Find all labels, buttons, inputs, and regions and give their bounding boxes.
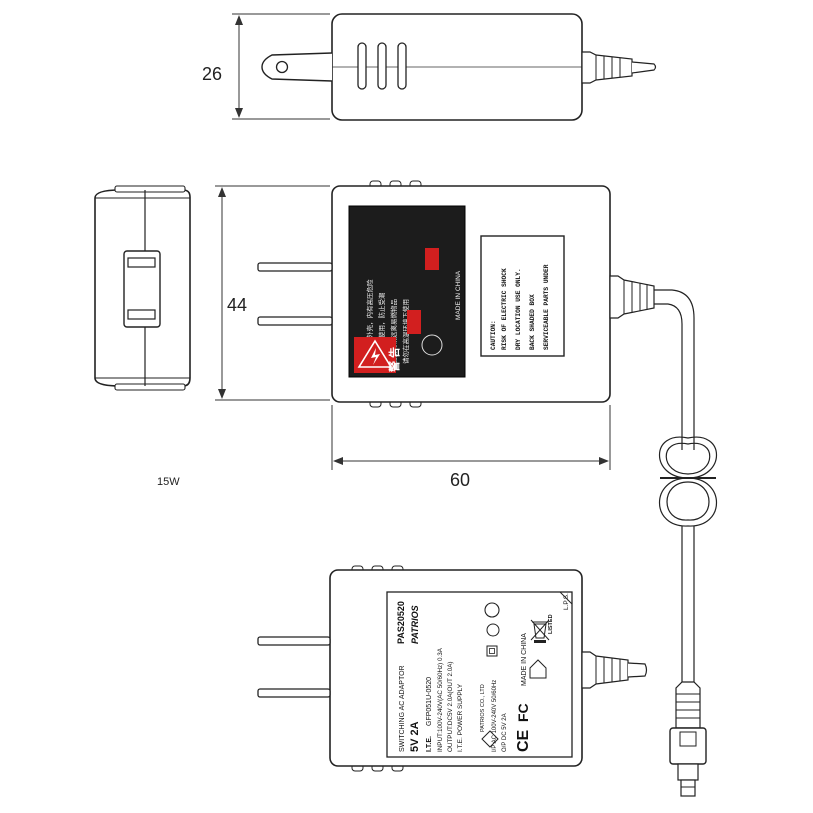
bottom-prong-lower xyxy=(257,688,331,698)
bottom-prong-upper xyxy=(257,636,331,646)
rating-made-in: MADE IN CHINA xyxy=(521,633,528,686)
top-view-strain-relief xyxy=(581,51,633,84)
rating-fcc-mark: FC xyxy=(515,703,531,722)
rating-model-number: PAS20520 xyxy=(396,601,406,644)
rating-ite-line: I.T.E. POWER SUPPLY xyxy=(457,683,464,752)
rating-output-line: OUTPUT:DC5V 2.0A(OUT 2.0A) xyxy=(447,661,454,752)
side-dim-width-value: 60 xyxy=(450,470,470,490)
side-dim-arrow-left xyxy=(333,457,343,465)
warning-made-in: MADE IN CHINA xyxy=(455,270,462,320)
rating-model-line: GFP051U-0520 xyxy=(426,677,433,726)
rating-value: 5V 2A xyxy=(409,721,421,752)
top-dim-arrow-down xyxy=(235,108,243,118)
cord-outer xyxy=(654,289,695,450)
top-vent-2 xyxy=(377,42,387,90)
rating-io-line-1: I/P AC 100V-240V 50/60Hz xyxy=(492,680,498,752)
lightning-icon xyxy=(371,348,380,365)
energy-mark-icon xyxy=(486,623,500,637)
rating-label-border xyxy=(386,591,573,758)
front-view-top-lip xyxy=(114,185,186,193)
cord-coil-1 xyxy=(658,436,718,479)
warning-line-4: 请勿在高温环境下使用 xyxy=(401,299,410,364)
warning-line-2: 仅限室内使用，防止受潮 xyxy=(377,292,386,364)
rating-input-line: INPUT:100V-240V(AC 50/60Hz) 0.3A xyxy=(437,647,444,752)
logo-seal-icon xyxy=(421,334,443,356)
bottom-cord-stub xyxy=(627,662,648,678)
caution-label: CAUTION: RISK OF ELECTRIC SHOCK DRY LOCA… xyxy=(480,235,565,357)
caution-line-4: SERVICEABLE PARTS UNDER xyxy=(543,264,550,350)
side-dim-height-value: 44 xyxy=(227,295,247,315)
side-dim-arrow-down xyxy=(218,389,226,399)
dc-plug-neck xyxy=(677,763,699,781)
rating-listed: LISTED xyxy=(548,614,554,634)
rating-company: PATRIOS CO., LTD xyxy=(480,684,486,732)
label-corner-fold xyxy=(559,591,573,605)
front-view-prong-upper xyxy=(127,257,156,268)
front-view-prong-lower xyxy=(127,309,156,320)
side-view: 44 60 请勿打开外壳，内有高压危险 仅限室内使用，防止受潮 使用时请远离易燃… xyxy=(215,180,655,490)
house-indoor-icon xyxy=(529,659,547,679)
side-dim-arrow-right xyxy=(599,457,609,465)
front-view xyxy=(94,185,191,391)
front-view-plug-recess xyxy=(123,250,161,328)
rating-model-prefix: I.T.E. xyxy=(426,736,433,752)
dc-plug-mark xyxy=(679,731,697,747)
wattage-label: 15W xyxy=(157,476,180,488)
top-view: 26 xyxy=(202,13,657,121)
rating-title: SWITCHING AC ADAPTOR xyxy=(399,665,406,752)
side-prong-upper xyxy=(257,262,333,272)
power-cord xyxy=(654,289,718,682)
dc-plug-strain xyxy=(675,681,701,729)
weee-bin-icon xyxy=(530,619,550,641)
double-insulation-inner xyxy=(489,648,495,654)
warning-line-3: 使用时请远离易燃物品 xyxy=(389,299,398,364)
warning-line-1: 请勿打开外壳，内有高压危险 xyxy=(365,279,374,364)
caution-line-3: BACK SHADED BOX xyxy=(529,294,536,350)
top-vent-3 xyxy=(397,42,407,90)
rating-label: SWITCHING AC ADAPTOR PAS20520 5V 2A PATR… xyxy=(386,591,573,758)
side-prong-lower xyxy=(257,316,333,326)
top-view-cord xyxy=(631,61,657,74)
rating-brand: PATRIOS xyxy=(410,605,420,644)
top-vent-1 xyxy=(357,42,367,90)
side-dim-arrow-up xyxy=(218,187,226,197)
warning-title: 警 告 xyxy=(387,347,401,373)
top-dim-value: 26 xyxy=(202,64,222,84)
dc-plug xyxy=(669,681,707,797)
caution-line-1: RISK OF ELECTRIC SHOCK xyxy=(501,268,508,350)
caution-line-2: DRY LOCATION USE ONLY. xyxy=(515,268,522,350)
top-view-prong-hole xyxy=(275,60,289,74)
cord-inner xyxy=(654,303,683,450)
caution-title: CAUTION: xyxy=(490,320,497,350)
bottom-view: SWITCHING AC ADAPTOR PAS20520 5V 2A PATR… xyxy=(257,565,648,772)
cord-coil-4 xyxy=(666,481,710,521)
efficiency-diamond-icon xyxy=(481,730,499,748)
warning-label: 请勿打开外壳，内有高压危险 仅限室内使用，防止受潮 使用时请远离易燃物品 请勿在… xyxy=(348,205,466,378)
ul-listed-icon xyxy=(484,602,500,618)
dc-plug-tip xyxy=(680,779,696,797)
front-view-bottom-lip xyxy=(114,383,186,391)
rating-ce-mark: CE xyxy=(515,729,532,752)
red-badge-1 xyxy=(407,310,421,334)
rating-io-line-2: O/P DC 5V 2A xyxy=(502,713,508,752)
rating-lps: L.P.S. xyxy=(563,593,570,610)
top-dim-arrow-up xyxy=(235,15,243,25)
caution-label-border xyxy=(480,235,565,357)
weee-bar-icon xyxy=(534,640,546,643)
top-view-prong xyxy=(261,52,333,82)
double-insulation-icon xyxy=(486,645,498,657)
red-badge-2 xyxy=(425,248,439,270)
cord-coil-2 xyxy=(665,442,711,475)
bottom-strain-relief xyxy=(581,651,629,689)
cord-coil-3 xyxy=(658,477,718,527)
